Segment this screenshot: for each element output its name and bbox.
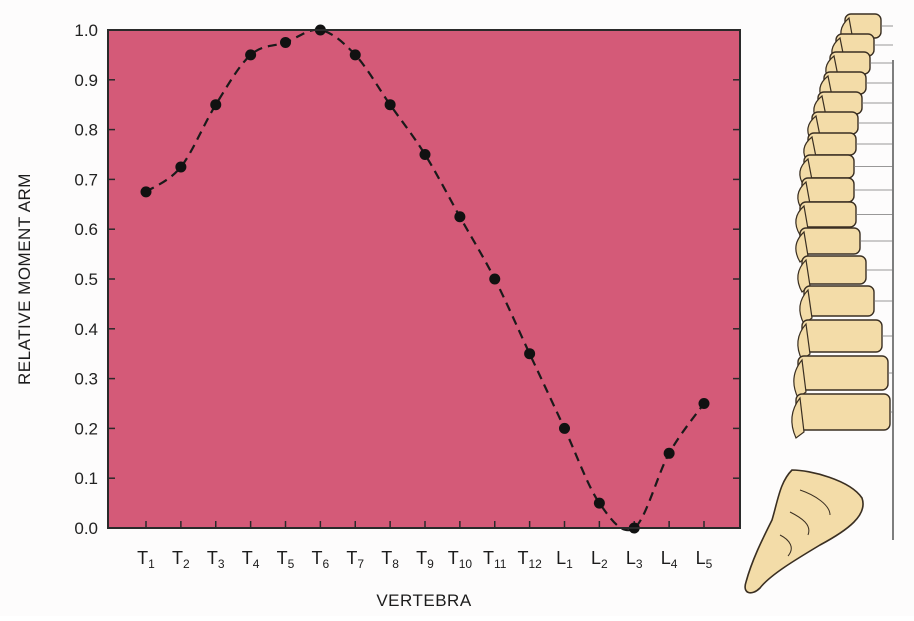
plot-area <box>108 30 740 528</box>
data-point <box>559 422 570 434</box>
vertebra <box>799 201 857 228</box>
x-tick-label: T2 <box>172 548 190 571</box>
vertebra <box>801 255 867 285</box>
data-point <box>175 161 187 173</box>
spinous-process <box>795 230 809 263</box>
x-tick-label: L1 <box>556 548 573 571</box>
data-point <box>489 273 501 285</box>
vertebra <box>797 355 889 391</box>
data-point <box>384 99 396 111</box>
spinous-process <box>797 258 811 293</box>
y-tick-label: 0.1 <box>74 469 98 488</box>
x-tick-label: T7 <box>346 548 364 571</box>
data-point <box>349 49 361 61</box>
y-tick-label: 0.3 <box>74 370 98 389</box>
y-tick-label: 0.2 <box>74 419 98 438</box>
x-tick-label: T6 <box>312 548 330 571</box>
data-point <box>280 36 291 48</box>
data-point <box>524 348 536 360</box>
x-tick-label: T11 <box>483 548 507 571</box>
x-tick-label: T10 <box>448 548 473 571</box>
series-line <box>145 28 705 532</box>
plot-frame <box>107 29 741 529</box>
x-axis: T1 T2 T3 T4 T5 T6 T7 T8 T9 T10 T11 T12 L1 L2 L3 L4 L5 <box>137 521 713 571</box>
data-point <box>593 497 605 509</box>
y-tick-label: 1.0 <box>74 21 98 40</box>
vertebra <box>803 285 875 317</box>
y-tick-label: 0.6 <box>74 220 98 239</box>
y-tick-label: 0.7 <box>74 170 98 189</box>
x-tick-label: T9 <box>416 548 434 571</box>
vertebra <box>795 393 891 431</box>
y-tick-label: 0.8 <box>74 121 98 140</box>
y-axis-title: RELATIVE MOMENT ARM <box>15 173 34 385</box>
x-tick-label: T3 <box>207 548 225 571</box>
vertebra <box>801 177 855 203</box>
data-point <box>663 447 675 459</box>
vertebra <box>799 227 861 255</box>
sacrum <box>744 469 864 594</box>
x-axis-title: VERTEBRA <box>376 591 471 610</box>
data-point <box>210 99 222 111</box>
x-tick-label: T12 <box>517 548 542 571</box>
data-point <box>454 211 466 223</box>
data-point <box>419 149 431 160</box>
x-tick-label: T5 <box>277 548 295 571</box>
data-markers <box>140 24 710 534</box>
x-tick-label: L4 <box>661 548 678 571</box>
y-tick-label: 0.9 <box>74 71 98 90</box>
vertebra <box>801 319 883 353</box>
y-tick-label: 0.4 <box>74 320 98 339</box>
spinous-process <box>791 396 805 439</box>
y-axis: 0.0 0.1 0.2 0.3 0.4 0.5 0.6 0.7 0.8 0.9 1.0 <box>74 21 740 538</box>
x-tick-label: T4 <box>242 548 260 571</box>
data-point <box>698 398 710 409</box>
sacrum-detail <box>779 489 831 557</box>
spine-illustration <box>744 13 894 594</box>
y-tick-label: 0.0 <box>74 519 98 538</box>
y-tick-label: 0.5 <box>74 270 98 289</box>
x-tick-label: L5 <box>696 548 713 571</box>
data-point <box>140 186 152 198</box>
x-tick-label: T8 <box>381 548 399 571</box>
x-tick-label: L2 <box>591 548 608 571</box>
data-point <box>245 49 257 61</box>
x-tick-label: T1 <box>137 548 155 571</box>
x-tick-label: L3 <box>626 548 643 571</box>
